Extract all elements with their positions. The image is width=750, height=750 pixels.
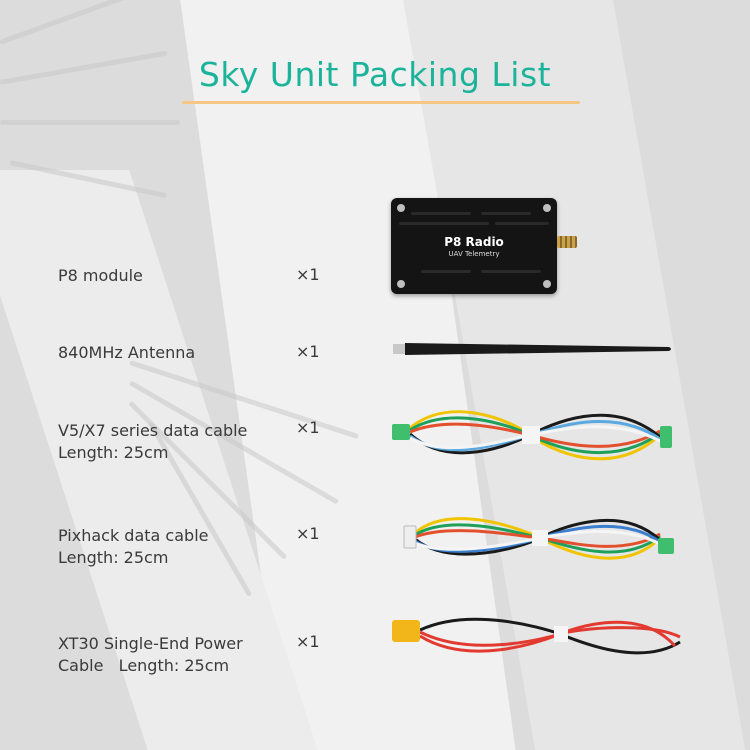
item-label-pixhack-cable: Pixhack data cable Length: 25cm: [58, 526, 209, 567]
antenna-image: [393, 343, 671, 355]
item-label-p8-module: P8 module: [58, 266, 143, 285]
item-qty-xt30-cable: ×1: [296, 632, 320, 651]
v5x7-cable-image: [392, 410, 672, 461]
leaf-shadow: [0, 0, 152, 45]
pixhack-cable-image: [403, 517, 674, 560]
item-label-antenna: 840MHz Antenna: [58, 343, 196, 362]
sma-connector: [557, 236, 577, 248]
screw-icon: [397, 280, 405, 288]
item-qty-pixhack-cable: ×1: [296, 524, 320, 543]
item-label-v5x7-cable: V5/X7 series data cable Length: 25cm: [58, 421, 248, 462]
page-title: Sky Unit Packing List: [198, 55, 552, 94]
item-qty-p8-module: ×1: [296, 265, 320, 284]
item-qty-v5x7-cable: ×1: [296, 418, 320, 437]
screw-icon: [397, 204, 405, 212]
screw-icon: [543, 204, 551, 212]
leaf-shadow: [0, 120, 180, 125]
title-underline: [182, 101, 580, 104]
xt30-cable-image: [392, 617, 681, 655]
screw-icon: [543, 280, 551, 288]
module-subtitle: UAV Telemetry: [448, 250, 500, 258]
module-name: P8 Radio: [444, 235, 504, 249]
item-qty-antenna: ×1: [296, 342, 320, 361]
item-label-xt30-cable: XT30 Single-End Power Cable Length: 25cm: [58, 634, 243, 675]
p8-module-image: P8 Radio UAV Telemetry: [391, 198, 557, 294]
